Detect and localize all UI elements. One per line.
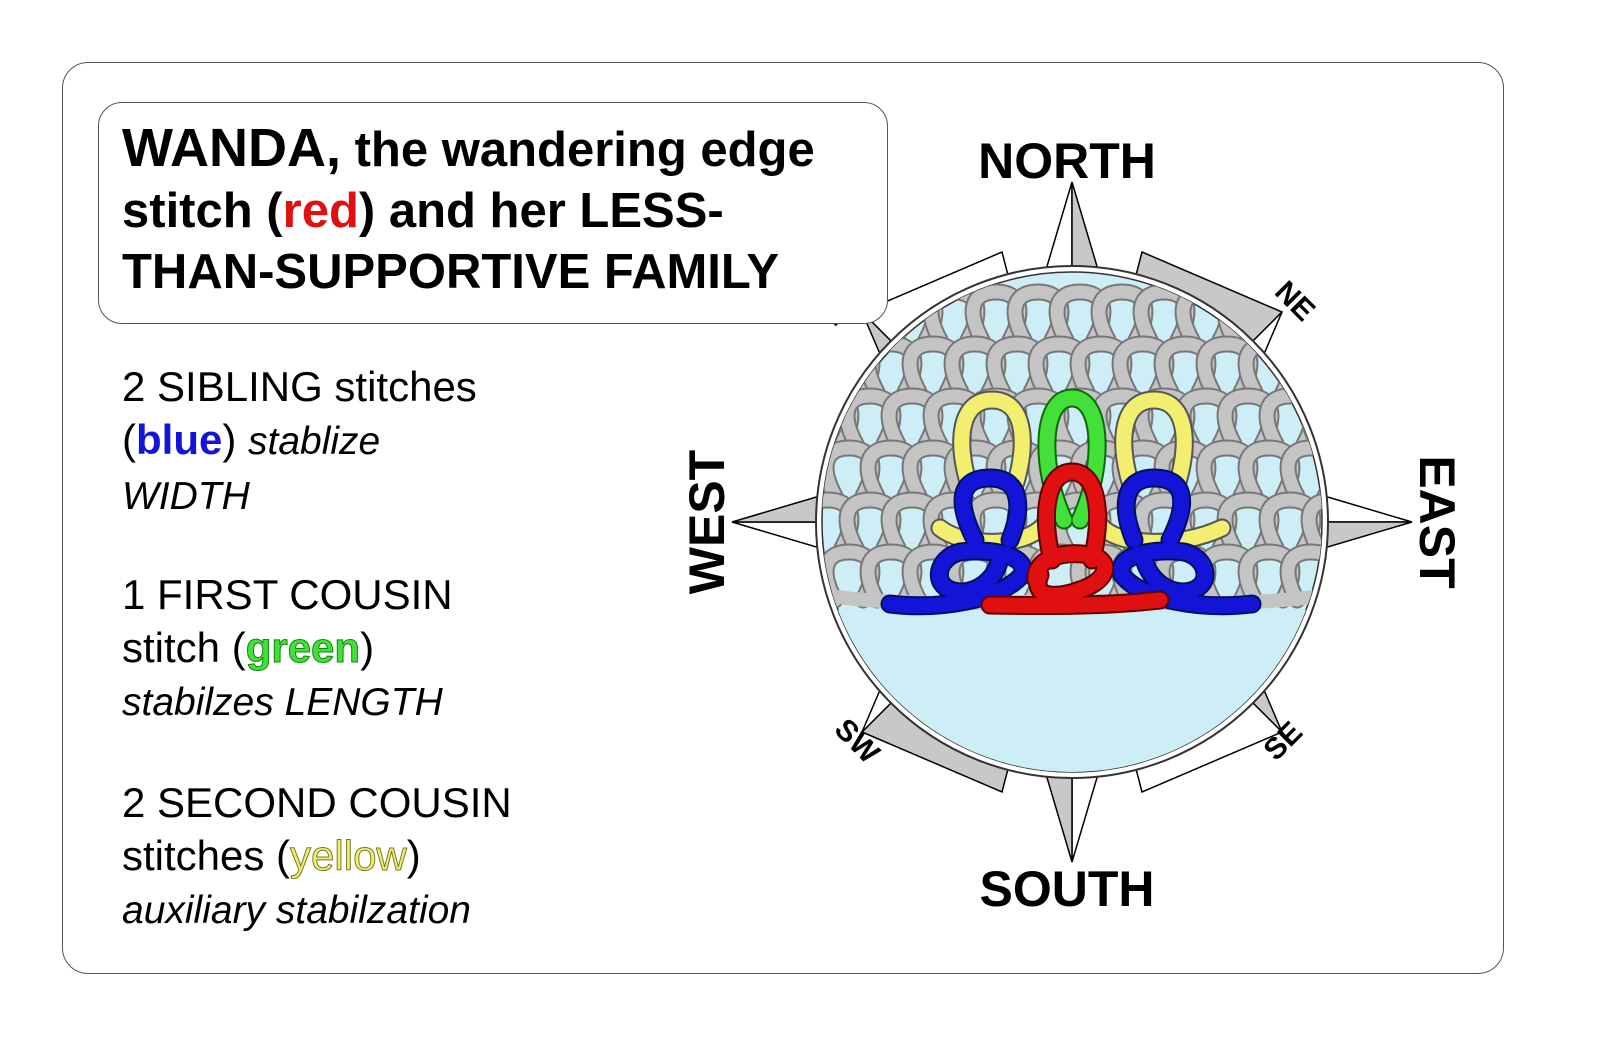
- legend-color-word-yellow: yellow: [290, 832, 408, 880]
- legend-note: stabilzes LENGTH: [122, 681, 443, 724]
- legend-color-word-blue: blue: [136, 416, 223, 463]
- edge-stitch-wanda: [980, 462, 1170, 615]
- west-label: WEST: [679, 450, 735, 594]
- legend-note: WIDTH: [122, 475, 250, 518]
- north-label: NORTH: [978, 133, 1156, 189]
- title-text: THAN-SUPPORTIVE FAMILY: [122, 245, 780, 299]
- legend-text: ): [222, 416, 237, 463]
- title-red-word: red: [282, 184, 359, 238]
- fabric-stitch: [1302, 389, 1322, 451]
- east-label: EAST: [1409, 455, 1465, 588]
- legend-text: stitch (: [122, 624, 246, 671]
- legend-sibling: 2 SIBLING stitches (blue) stablize WIDTH: [122, 360, 477, 523]
- family-stitches: [880, 388, 1262, 616]
- legend-color-word-green: green: [245, 624, 361, 672]
- fabric-stitch: [1281, 337, 1322, 399]
- title-name: WANDA,: [122, 118, 341, 178]
- legend-text: ): [406, 832, 421, 879]
- fabric-stitch: [1302, 493, 1322, 555]
- title-text: ) and her LESS-: [358, 184, 724, 238]
- legend-note: stablize: [248, 420, 381, 463]
- south-label: SOUTH: [980, 861, 1155, 917]
- legend-text: (: [122, 416, 136, 463]
- fabric-stitch: [1281, 545, 1322, 607]
- legend-text: 1 FIRST COUSIN: [122, 571, 453, 618]
- page-title: WANDA, the wandering edge stitch (red) a…: [122, 118, 882, 303]
- fabric-stitch-outline: [1279, 335, 1322, 401]
- legend-text: stitches (: [122, 832, 291, 879]
- title-text: stitch (: [122, 184, 283, 238]
- legend-first-cousin: 1 FIRST COUSIN stitch (green) stabilzes …: [122, 568, 453, 729]
- legend-text: 2 SECOND COUSIN: [122, 779, 512, 826]
- legend-second-cousin: 2 SECOND COUSIN stitches (yellow) auxili…: [122, 776, 512, 937]
- title-text: the wandering edge: [354, 123, 815, 177]
- fabric-stitch-outline: [1300, 387, 1322, 453]
- sibling-stitch-left: [880, 468, 1033, 616]
- title-box: [98, 102, 888, 324]
- legend-text: ): [360, 624, 375, 671]
- legend-note: auxiliary stabilzation: [122, 889, 472, 932]
- legend-text: 2 SIBLING stitches: [122, 363, 477, 410]
- first-cousin-stitch: [1037, 388, 1107, 530]
